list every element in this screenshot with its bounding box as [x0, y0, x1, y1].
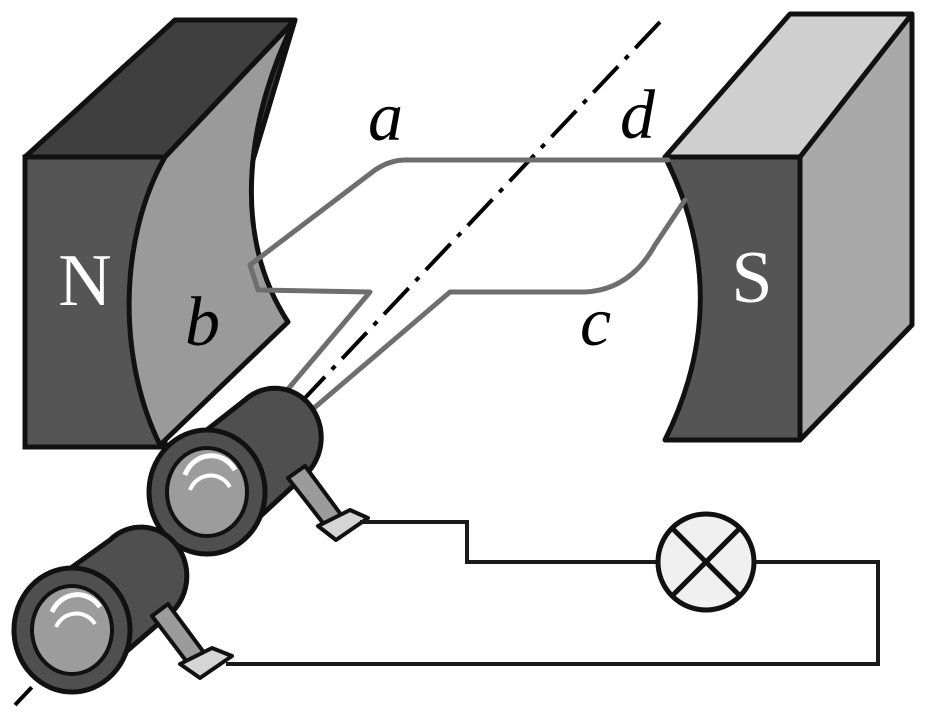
slip-ring-upper-groove-2 — [188, 473, 232, 491]
coil-wire-outer — [247, 157, 671, 411]
lamp — [655, 511, 757, 613]
brush-lower-tip — [178, 646, 234, 680]
brush-upper-tip — [316, 508, 370, 542]
slip-ring-lower-inner — [30, 584, 114, 676]
coil-corner-a: a — [368, 79, 403, 156]
north-pole-label: N — [58, 240, 111, 322]
coil-corner-b: b — [185, 284, 220, 361]
external-circuit — [226, 520, 880, 666]
south-pole-label: S — [731, 237, 772, 319]
north-magnet-pole-face — [126, 17, 298, 448]
coil-corner-c: c — [580, 284, 611, 361]
coil-wire-inner — [297, 197, 688, 423]
circuit-wire-right — [226, 560, 880, 666]
slip-ring-lower-groove-2 — [54, 611, 97, 628]
north-magnet: N — [22, 17, 298, 450]
lamp-cross-2 — [670, 526, 742, 598]
slip-ring-upper-inner — [165, 446, 249, 538]
brush-lower — [150, 602, 234, 680]
coil-corner-d: d — [620, 77, 656, 154]
slip-ring-upper — [146, 385, 324, 557]
brush-upper — [286, 464, 370, 542]
slip-ring-lower — [11, 524, 190, 695]
circuit-wire-upper — [360, 520, 658, 564]
south-magnet: S — [662, 11, 915, 443]
slip-ring-upper-groove — [182, 453, 238, 476]
slip-ring-lower-groove — [49, 592, 103, 614]
coil — [247, 157, 688, 423]
